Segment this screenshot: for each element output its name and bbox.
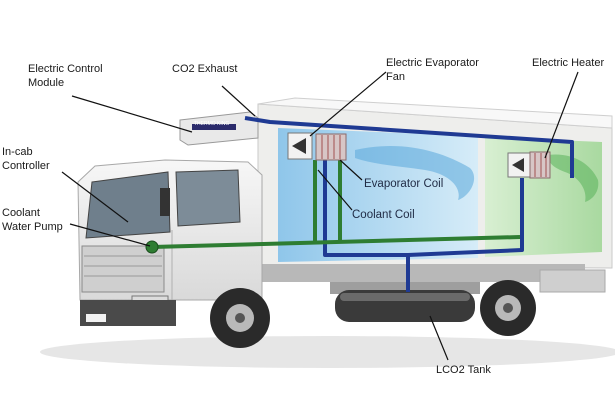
label-incab-line1: In-cab bbox=[2, 146, 33, 158]
warm-airflow bbox=[548, 154, 599, 202]
wheels bbox=[210, 280, 536, 348]
leader-lines bbox=[61, 71, 579, 361]
label-evap-fan-line1: Electric Evaporator bbox=[386, 57, 479, 69]
unit-badge: THERMO KING bbox=[194, 121, 230, 127]
label-co2-exhaust: CO2 Exhaust bbox=[172, 63, 238, 75]
evaporator-coil bbox=[315, 133, 347, 161]
chassis bbox=[255, 264, 606, 294]
electric-heater-unit bbox=[507, 151, 551, 179]
cold-airflow bbox=[355, 146, 475, 200]
co2-pipes bbox=[244, 116, 574, 292]
label-ecm-line2: Module bbox=[28, 77, 65, 89]
coolant-pipes bbox=[151, 160, 521, 249]
label-coolant-coil: Coolant Coil bbox=[352, 209, 415, 221]
side-window bbox=[175, 169, 241, 227]
bumper bbox=[80, 300, 176, 326]
windshield bbox=[85, 171, 171, 239]
evaporator-fan bbox=[287, 132, 313, 160]
label-evaporator-coil: Evaporator Coil bbox=[364, 178, 444, 190]
coolant-pump-dot bbox=[145, 240, 159, 254]
label-electric-heater: Electric Heater bbox=[532, 57, 605, 69]
label-ecm-line1: Electric Control bbox=[28, 63, 103, 75]
label-incab-line2: Controller bbox=[2, 160, 50, 172]
label-evap-fan-line2: Fan bbox=[386, 71, 405, 83]
label-lco2-tank: LCO2 Tank bbox=[436, 364, 491, 376]
ground-shadow bbox=[40, 336, 615, 368]
lco2-tank bbox=[335, 290, 475, 322]
label-pump-line2: Water Pump bbox=[2, 221, 63, 233]
truck-cab bbox=[77, 159, 263, 326]
grille bbox=[81, 245, 165, 293]
label-pump-line1: Coolant bbox=[2, 207, 40, 219]
